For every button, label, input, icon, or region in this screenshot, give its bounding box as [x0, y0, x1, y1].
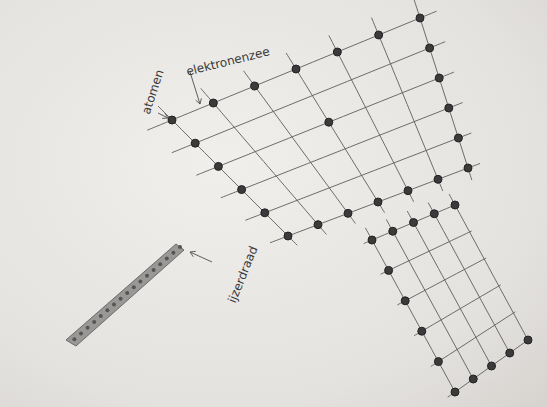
wire-speck	[105, 308, 109, 312]
atom-dot	[445, 104, 453, 112]
grid-line	[372, 18, 443, 191]
wire-speck	[132, 285, 136, 289]
grid-line	[407, 211, 493, 369]
leader-line	[190, 252, 212, 262]
grid-line	[414, 0, 472, 180]
grid-line	[196, 72, 454, 175]
arrow-head	[196, 98, 202, 104]
grid-line	[397, 258, 486, 305]
lattice	[147, 0, 480, 245]
wire-speck	[152, 268, 156, 272]
atom-dot	[251, 82, 259, 90]
atom-dot	[434, 358, 442, 366]
wire-speck	[86, 326, 90, 330]
lattice-small	[364, 194, 532, 397]
atom-dot	[374, 198, 382, 206]
grid-line	[386, 219, 475, 382]
atom-dot	[375, 31, 383, 39]
atom-dot	[451, 388, 459, 396]
atom-dot	[451, 201, 459, 209]
grid-line	[448, 339, 530, 398]
wire-sketch	[66, 244, 184, 346]
wire-speck	[145, 274, 149, 278]
atom-dot	[401, 297, 409, 305]
grid-line	[270, 163, 480, 242]
atom-dot	[404, 187, 412, 195]
arrow-head	[190, 251, 196, 256]
grid-line	[414, 285, 501, 336]
wire-speck	[165, 257, 169, 261]
grid-line	[364, 204, 457, 243]
atom-dot	[435, 74, 443, 82]
atom-dot	[214, 162, 222, 170]
atom-dot	[426, 44, 434, 52]
atom-dot	[430, 210, 438, 218]
atom-dot	[410, 219, 418, 227]
grid-line	[449, 194, 529, 343]
wire-speck	[158, 262, 162, 266]
wire-speck	[99, 314, 103, 318]
atom-dot	[434, 175, 442, 183]
sketch-label: elektronenzee	[185, 45, 271, 77]
leader-line	[158, 113, 168, 118]
atom-dot	[524, 336, 532, 344]
arrow-head	[162, 113, 168, 118]
grid-line	[147, 11, 436, 130]
wire-speck	[112, 303, 116, 307]
atom-dot	[454, 134, 462, 142]
atom-dot	[385, 266, 393, 274]
grid-line	[329, 35, 414, 201]
wire-body	[66, 244, 184, 346]
wire-speck	[138, 280, 142, 284]
wire-speck	[119, 297, 123, 301]
atom-dot	[418, 327, 426, 335]
atom-dot	[325, 118, 333, 126]
atom-dot	[488, 362, 496, 370]
atom-dot	[209, 99, 217, 107]
grid-line	[245, 133, 471, 220]
atom-dot	[191, 139, 199, 147]
atom-dot	[292, 65, 300, 73]
leader-lines	[158, 72, 212, 262]
leader-line	[190, 72, 200, 104]
wire-speck	[79, 331, 83, 335]
grid-line	[172, 42, 445, 153]
grid-line	[201, 88, 327, 234]
wire-speck	[178, 245, 182, 249]
atom-dot	[314, 221, 322, 229]
wire-speck	[171, 251, 175, 255]
grid-line	[286, 53, 384, 213]
atom-dot	[416, 14, 424, 22]
atom-dot	[168, 116, 176, 124]
atom-dot	[333, 48, 341, 56]
grid-line	[428, 203, 511, 356]
grid-line	[365, 228, 456, 395]
atom-dot	[284, 232, 292, 240]
atom-dot	[389, 227, 397, 235]
atom-dot	[506, 349, 514, 357]
atom-dot	[238, 186, 246, 194]
atom-dot	[344, 209, 352, 217]
grid-line	[243, 71, 355, 224]
sketch-label: ijzerdraad	[226, 244, 260, 304]
wire-speck	[72, 337, 76, 341]
wire-speck	[125, 291, 129, 295]
atom-dot	[368, 236, 376, 244]
sketch-label: atomen	[140, 68, 166, 116]
grid-line	[381, 231, 472, 274]
atom-dot	[261, 209, 269, 217]
wire-speck	[92, 320, 96, 324]
atom-dot	[469, 375, 477, 383]
atom-dot	[464, 164, 472, 172]
